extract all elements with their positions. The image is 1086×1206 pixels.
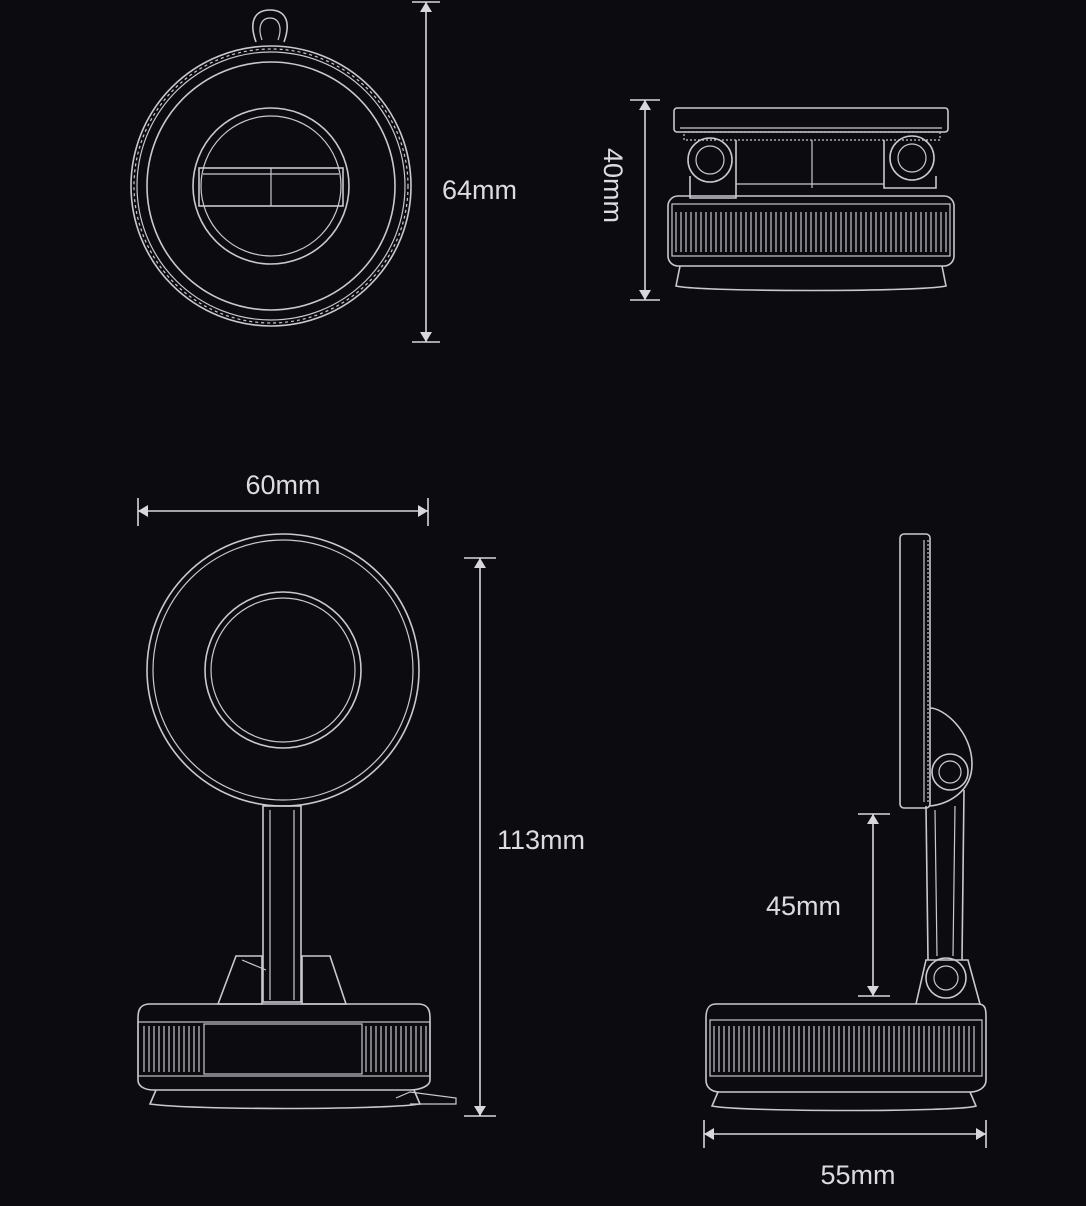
label-55mm: 55mm [820, 1160, 895, 1190]
label-113mm: 113mm [497, 825, 585, 855]
dimension-line-64mm [412, 1, 440, 343]
side-extended-drawing [705, 533, 987, 1112]
label-64mm: 64mm [442, 175, 517, 205]
front-view-drawing [137, 533, 457, 1110]
side-view-drawing [667, 107, 955, 292]
dimension-line-40mm [630, 99, 660, 301]
label-45mm: 45mm [766, 891, 841, 921]
label-40mm: 40mm [598, 148, 628, 223]
dimension-line-45mm [858, 813, 890, 997]
dimension-line-55mm [703, 1120, 987, 1148]
dimension-line-113mm [464, 557, 496, 1117]
dimension-line-60mm [137, 498, 429, 526]
label-60mm: 60mm [245, 470, 320, 500]
top-view-drawing [130, 9, 412, 327]
